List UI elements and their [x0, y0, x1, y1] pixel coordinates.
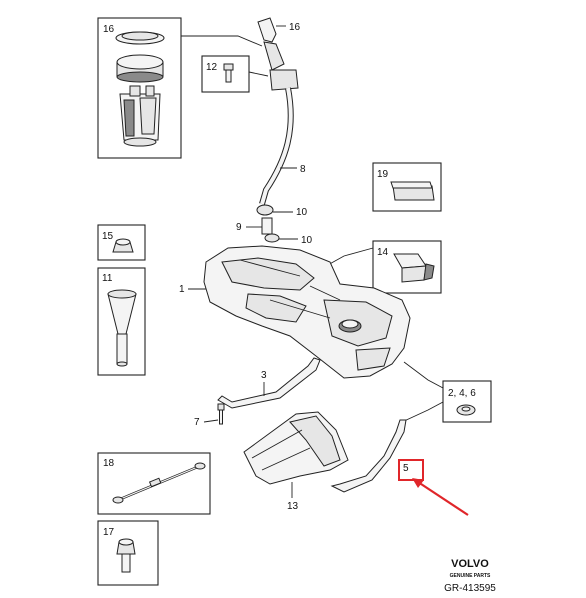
filler-pipe[interactable]: 16 [257, 17, 301, 205]
volvo-genuine-parts-logo: VOLVO GENUINE PARTS [450, 558, 491, 579]
part-5-highlight-box [398, 459, 424, 481]
part-14-box[interactable]: 14 [372, 240, 442, 294]
part-18-label: 18 [103, 458, 115, 469]
strap-3[interactable] [217, 357, 321, 409]
genuine-parts-text: GENUINE PARTS [450, 573, 491, 579]
fuel-tank[interactable] [203, 245, 411, 379]
reference-number: GR-413595 [444, 583, 496, 594]
leader-16 [181, 35, 263, 47]
part-17-label: 17 [103, 527, 115, 538]
volvo-logo-text: VOLVO [451, 558, 489, 570]
part-1-label: 1 [179, 284, 185, 295]
part-11-box[interactable]: 11 [97, 267, 146, 376]
part-19-box[interactable]: 19 [372, 162, 442, 212]
part-5-callout[interactable]: 5 [398, 459, 424, 481]
hose-clamps[interactable] [256, 204, 280, 243]
leader-2-lower [401, 401, 444, 423]
part-15-box[interactable]: 15 [97, 224, 146, 261]
leader-2-upper [403, 361, 444, 389]
part-2-4-6-label: 2, 4, 6 [448, 388, 476, 399]
highlight-arrow [412, 478, 469, 516]
part-8-label: 8 [300, 164, 306, 175]
part-10-label-lower: 10 [301, 235, 313, 246]
part-19-label: 19 [377, 169, 389, 180]
leader-7 [203, 419, 219, 423]
part-9-label: 9 [236, 222, 242, 233]
part-16-box[interactable]: 16 [97, 17, 182, 159]
heat-shield-13[interactable] [243, 411, 349, 485]
part-13-label: 13 [287, 501, 299, 512]
part-14-label: 14 [377, 247, 389, 258]
leader-12 [248, 71, 269, 77]
part-2-4-6-box[interactable]: 2, 4, 6 [442, 380, 492, 423]
strap-5[interactable] [330, 419, 407, 493]
part-12-box[interactable]: 12 [201, 55, 250, 93]
part-10-label-upper: 10 [296, 207, 308, 218]
bolt-7[interactable] [217, 403, 225, 425]
part-18-box[interactable]: 18 [97, 452, 211, 515]
part-15-label: 15 [102, 231, 114, 242]
part-16-top-label: 16 [289, 22, 301, 33]
part-5-label: 5 [403, 463, 409, 474]
part-17-box[interactable]: 17 [97, 520, 159, 586]
part-7-label: 7 [194, 417, 200, 428]
part-3-label: 3 [261, 370, 267, 381]
part-11-label: 11 [102, 273, 113, 284]
leader-14 [325, 247, 374, 267]
part-12-label: 12 [206, 62, 218, 73]
part-16-label: 16 [103, 24, 115, 35]
